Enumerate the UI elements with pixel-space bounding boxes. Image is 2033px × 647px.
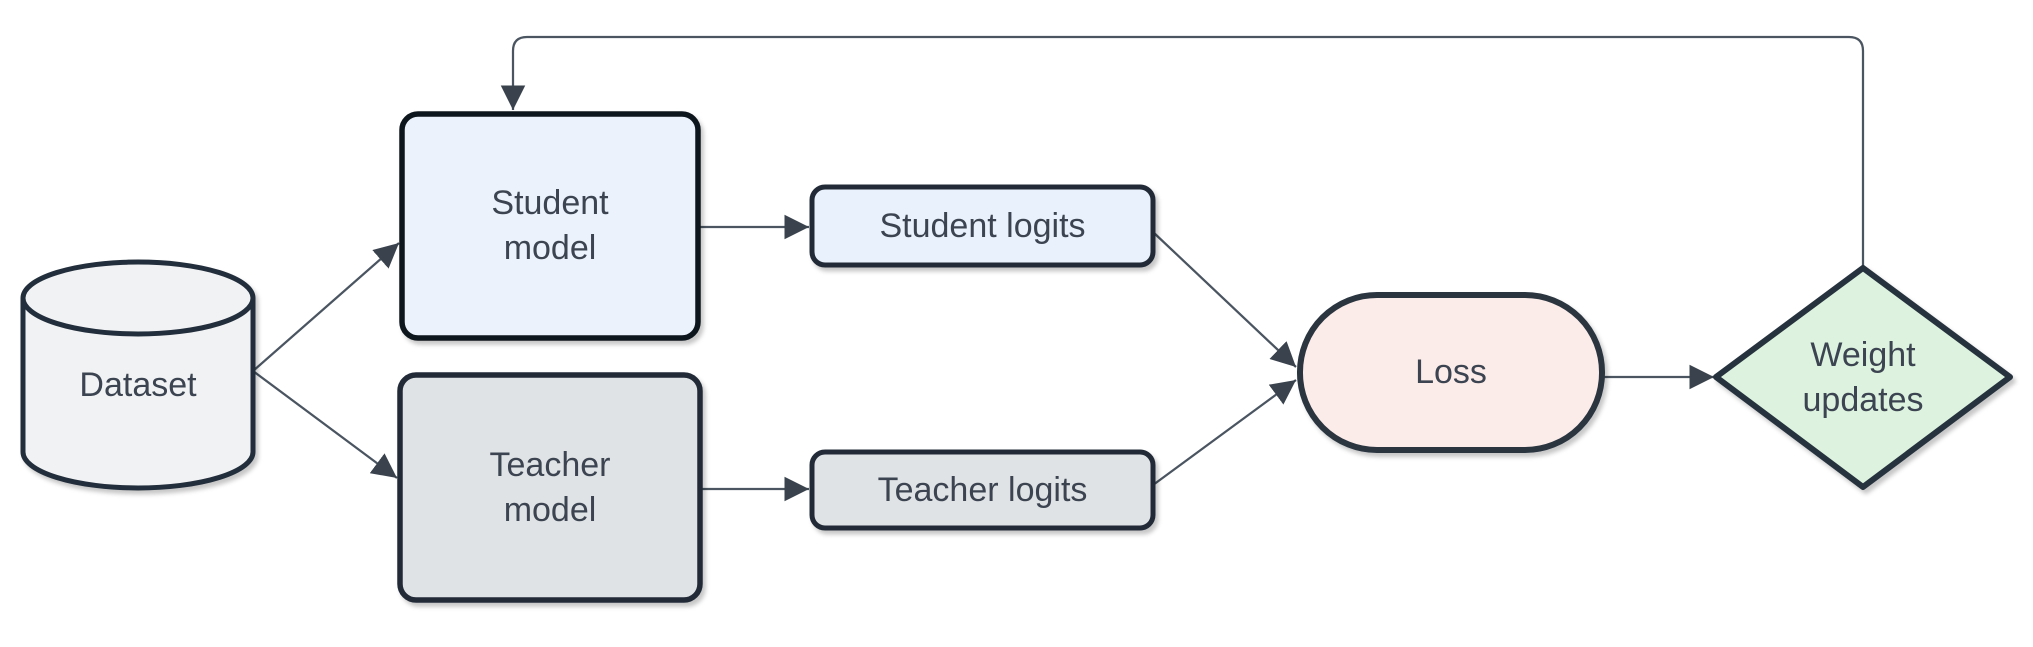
- node-teacher-model-shape: [397, 372, 703, 603]
- node-weight-updates-shape: [1713, 265, 2013, 490]
- edge-dataset-to-student-model: [252, 242, 400, 372]
- node-student-logits-shape: [809, 184, 1156, 268]
- edge-dataset-to-teacher-model: [252, 370, 398, 479]
- dataset-cylinder-shape: [20, 259, 256, 491]
- edge-weight-updates-to-student-model-feedback-loop: [500, 35, 1865, 268]
- dataset-cylinder-rim: [20, 297, 256, 337]
- node-dataset: [20, 259, 256, 491]
- node-teacher-logits-shape: [809, 449, 1156, 531]
- edge-teacher-logits-to-loss: [1152, 379, 1297, 486]
- node-student-model-shape: [399, 111, 701, 341]
- edge-student-logits-to-loss: [1152, 231, 1297, 368]
- node-loss-shape: [1297, 292, 1605, 453]
